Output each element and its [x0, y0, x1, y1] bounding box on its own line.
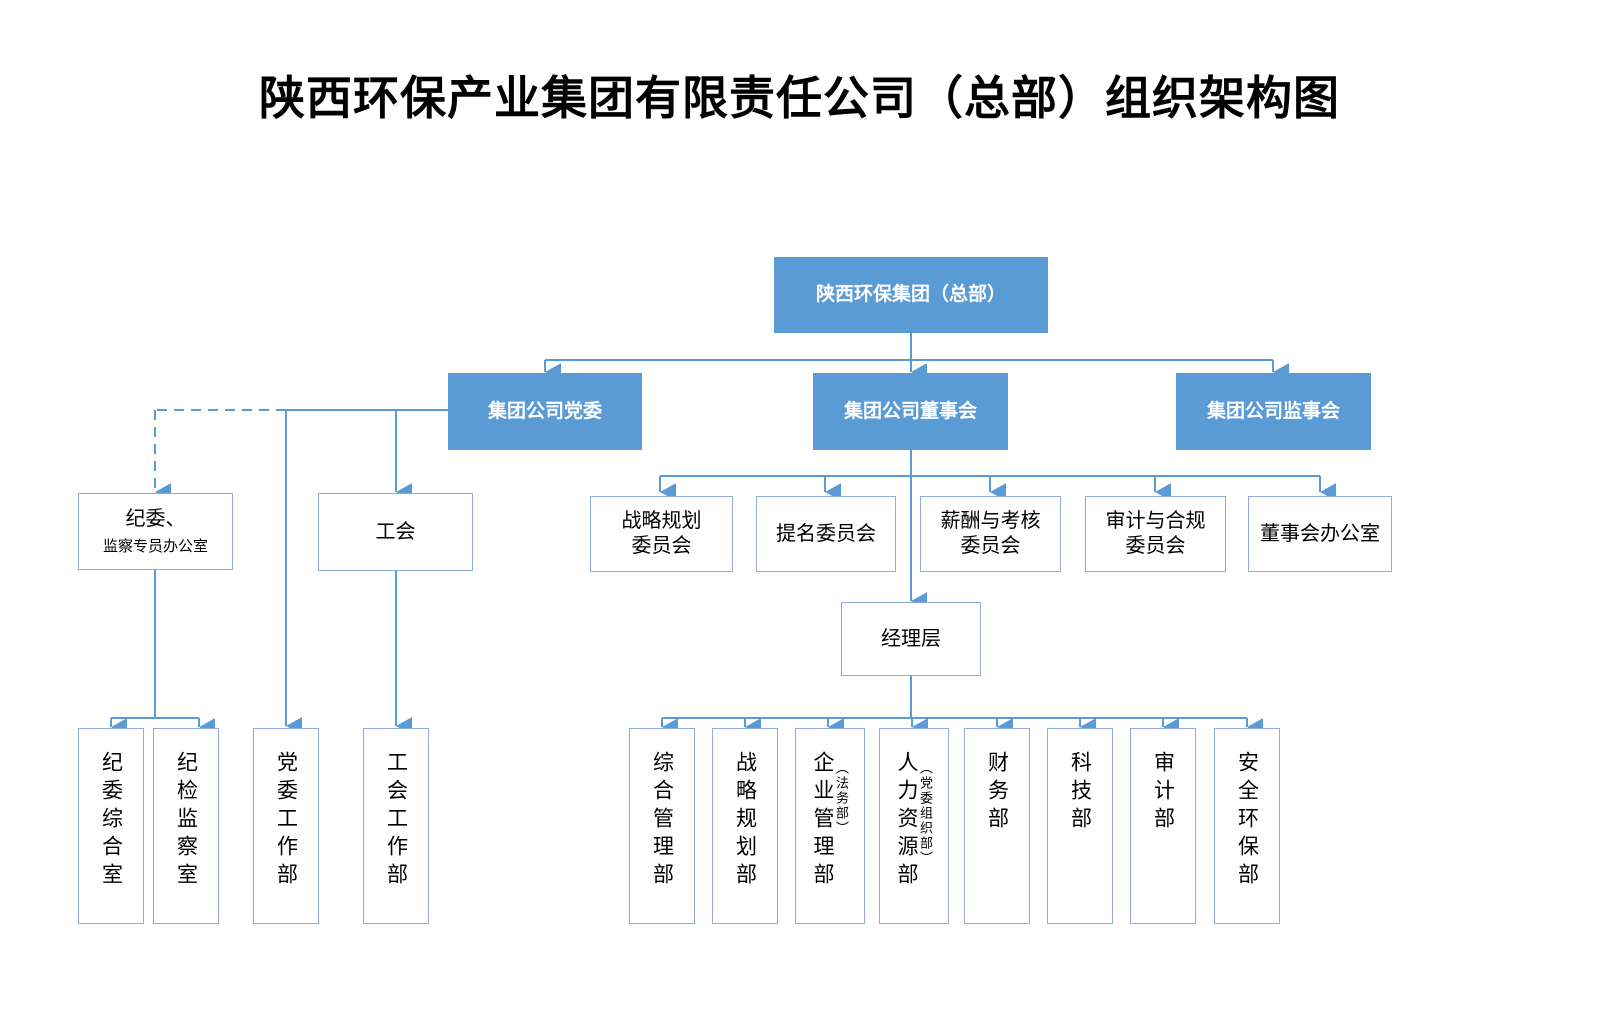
node-dept-party-committee-work[interactable]: 党委工作部	[253, 728, 319, 924]
node-group-headquarters[interactable]: 陕西环保集团（总部）	[774, 257, 1048, 333]
node-label: 工会工作部	[384, 751, 408, 891]
node-board-office[interactable]: 董事会办公室	[1248, 496, 1392, 572]
node-label: 工会	[375, 520, 416, 543]
node-sublabel: 监察专员办公室	[102, 537, 208, 555]
node-label: 经理层	[881, 627, 941, 650]
node-label-line2: 委员会	[631, 535, 692, 557]
node-label: 战略规划部	[733, 751, 757, 891]
node-dept-strategy-planning[interactable]: 战略规划部	[712, 728, 778, 924]
node-label: 董事会办公室	[1260, 522, 1380, 545]
node-label: 企业管理部	[811, 751, 834, 891]
node-label: 提名委员会	[776, 522, 876, 545]
node-party-committee[interactable]: 集团公司党委	[448, 373, 642, 450]
node-dept-finance[interactable]: 财务部	[964, 728, 1030, 924]
node-label: 人力资源部	[895, 751, 918, 891]
node-sublabel: （法务部）	[834, 761, 849, 836]
node-label: 党委工作部	[274, 751, 298, 891]
node-label: 安全环保部	[1235, 751, 1259, 891]
node-label: 审计部	[1151, 751, 1175, 835]
node-label: 陕西环保集团（总部）	[815, 284, 1006, 306]
node-dept-human-resources[interactable]: 人力资源部 （党委组织部）	[879, 728, 949, 924]
node-label: 纪委综合室	[99, 751, 123, 891]
node-label: 纪检监察室	[174, 751, 198, 891]
node-sublabel: （党委组织部）	[918, 761, 933, 866]
node-dept-enterprise-management[interactable]: 企业管理部 （法务部）	[795, 728, 865, 924]
page-title: 陕西环保产业集团有限责任公司（总部）组织架构图	[259, 71, 1340, 125]
node-dept-union-work[interactable]: 工会工作部	[363, 728, 429, 924]
node-label: 集团公司董事会	[843, 400, 977, 422]
node-label: 综合管理部	[650, 751, 674, 891]
node-nomination-committee[interactable]: 提名委员会	[756, 496, 896, 572]
node-label: 财务部	[985, 751, 1009, 835]
node-dept-technology[interactable]: 科技部	[1047, 728, 1113, 924]
node-label: 薪酬与考核	[940, 510, 1041, 532]
node-dept-audit[interactable]: 审计部	[1130, 728, 1196, 924]
node-dept-safety-environment[interactable]: 安全环保部	[1214, 728, 1280, 924]
node-label-line2: 委员会	[960, 535, 1021, 557]
node-compensation-appraisal-committee[interactable]: 薪酬与考核 委员会	[920, 496, 1061, 572]
node-dept-discipline-supervision-office[interactable]: 纪检监察室	[153, 728, 219, 924]
node-label: 战略规划	[621, 510, 702, 532]
node-label: 集团公司监事会	[1206, 400, 1340, 422]
node-label: 纪委、	[125, 507, 186, 530]
node-dept-discipline-general-office[interactable]: 纪委综合室	[78, 728, 144, 924]
node-labor-union[interactable]: 工会	[318, 493, 473, 571]
node-label-line2: 委员会	[1125, 535, 1186, 557]
node-audit-compliance-committee[interactable]: 审计与合规 委员会	[1085, 496, 1226, 572]
node-label: 科技部	[1068, 751, 1092, 835]
node-label: 审计与合规	[1105, 510, 1206, 532]
node-board-of-directors[interactable]: 集团公司董事会	[813, 373, 1008, 450]
node-dept-general-management[interactable]: 综合管理部	[629, 728, 695, 924]
node-management-layer[interactable]: 经理层	[841, 602, 981, 676]
node-label: 集团公司党委	[487, 400, 602, 422]
node-strategy-planning-committee[interactable]: 战略规划 委员会	[590, 496, 733, 572]
node-discipline-inspection-office[interactable]: 纪委、 监察专员办公室	[78, 493, 233, 570]
node-board-of-supervisors[interactable]: 集团公司监事会	[1176, 373, 1371, 450]
